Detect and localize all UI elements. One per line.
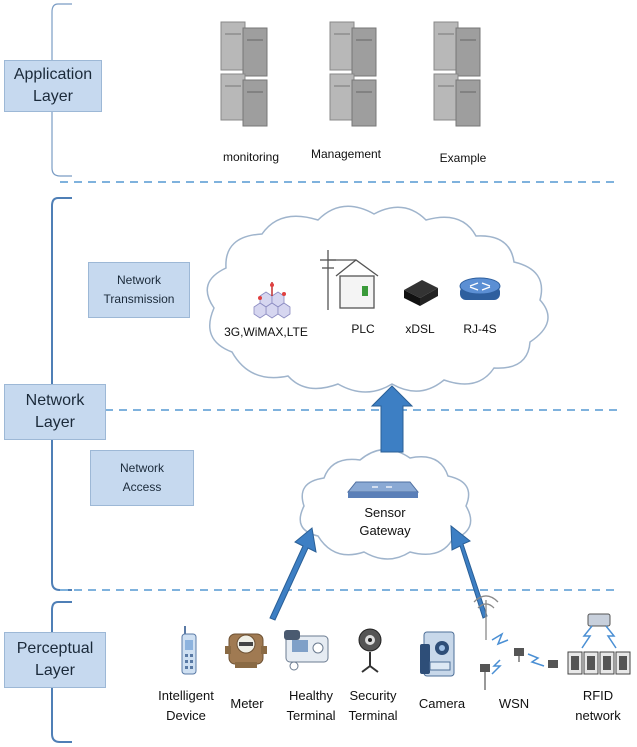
arrow-gateway-to-cloud (370, 385, 414, 453)
dsl-modem-icon (404, 280, 438, 306)
wsn-node-b (514, 648, 524, 662)
trans-item-plc: PLC (351, 322, 375, 336)
router-icon (459, 277, 501, 300)
perc-item-camera: Camera (418, 696, 466, 711)
perc-item-security-terminal: Security Terminal (342, 686, 404, 726)
app-item-example: Example (439, 151, 487, 165)
sensor-gateway-text: Sensor Gateway (359, 505, 411, 538)
perc-item-rfid-network: RFID network (566, 686, 630, 726)
cellular-network-icon (253, 282, 291, 319)
network-layer-text: Network Layer (25, 392, 85, 431)
wsn-node-a (480, 664, 490, 690)
perc-item-intelligent-device-text: Intelligent Device (158, 688, 214, 723)
intelligent-device-icon (181, 626, 197, 675)
perc-item-intelligent-device: Intelligent Device (150, 686, 222, 726)
gateway-cloud (299, 448, 472, 560)
app-item-monitoring: monitoring (222, 150, 280, 164)
gateway-switch-icon (346, 481, 420, 498)
arrow-left-to-gateway (269, 527, 317, 621)
camera-icon (420, 631, 455, 677)
wsn-nodes-icon (473, 595, 558, 690)
security-camera-icon (358, 628, 382, 673)
network-access-text: Network Access (119, 461, 164, 494)
trans-item-xdsl: xDSL (405, 322, 435, 336)
server-example-icon (433, 21, 481, 127)
meter-icon (225, 633, 267, 668)
perc-item-healthy-terminal: Healthy Terminal (280, 686, 342, 726)
sensor-gateway-label: Sensor Gateway (346, 504, 424, 540)
network-layer-label: Network Layer (4, 384, 106, 440)
perceptual-layer-label: Perceptual Layer (4, 632, 106, 688)
health-terminal-icon (284, 630, 329, 671)
server-management-icon (329, 21, 377, 127)
arrow-right-to-gateway (450, 524, 488, 619)
rfid-network-icon (567, 613, 631, 675)
perc-item-healthy-terminal-text: Healthy Terminal (286, 688, 336, 723)
transmission-cloud (206, 205, 549, 393)
wsn-node-c (548, 660, 558, 668)
application-layer-text: Application Layer (13, 66, 93, 105)
perceptual-layer-text: Perceptual Layer (16, 640, 94, 679)
perc-item-rfid-network-text: RFID network (575, 688, 621, 723)
network-access-label: Network Access (90, 450, 194, 506)
perc-item-wsn: WSN (498, 696, 530, 711)
trans-item-3g: 3G,WiMAX,LTE (224, 325, 308, 339)
network-transmission-label: Network Transmission (88, 262, 190, 318)
power-line-house-icon (320, 250, 379, 310)
application-layer-label: Application Layer (4, 60, 102, 112)
perc-item-security-terminal-text: Security Terminal (348, 688, 398, 723)
trans-item-rj: RJ-4S (463, 322, 497, 336)
app-item-management: Management (310, 147, 382, 161)
perc-item-meter: Meter (230, 696, 264, 711)
server-monitoring-icon (220, 21, 268, 127)
network-transmission-text: Network Transmission (103, 273, 175, 306)
